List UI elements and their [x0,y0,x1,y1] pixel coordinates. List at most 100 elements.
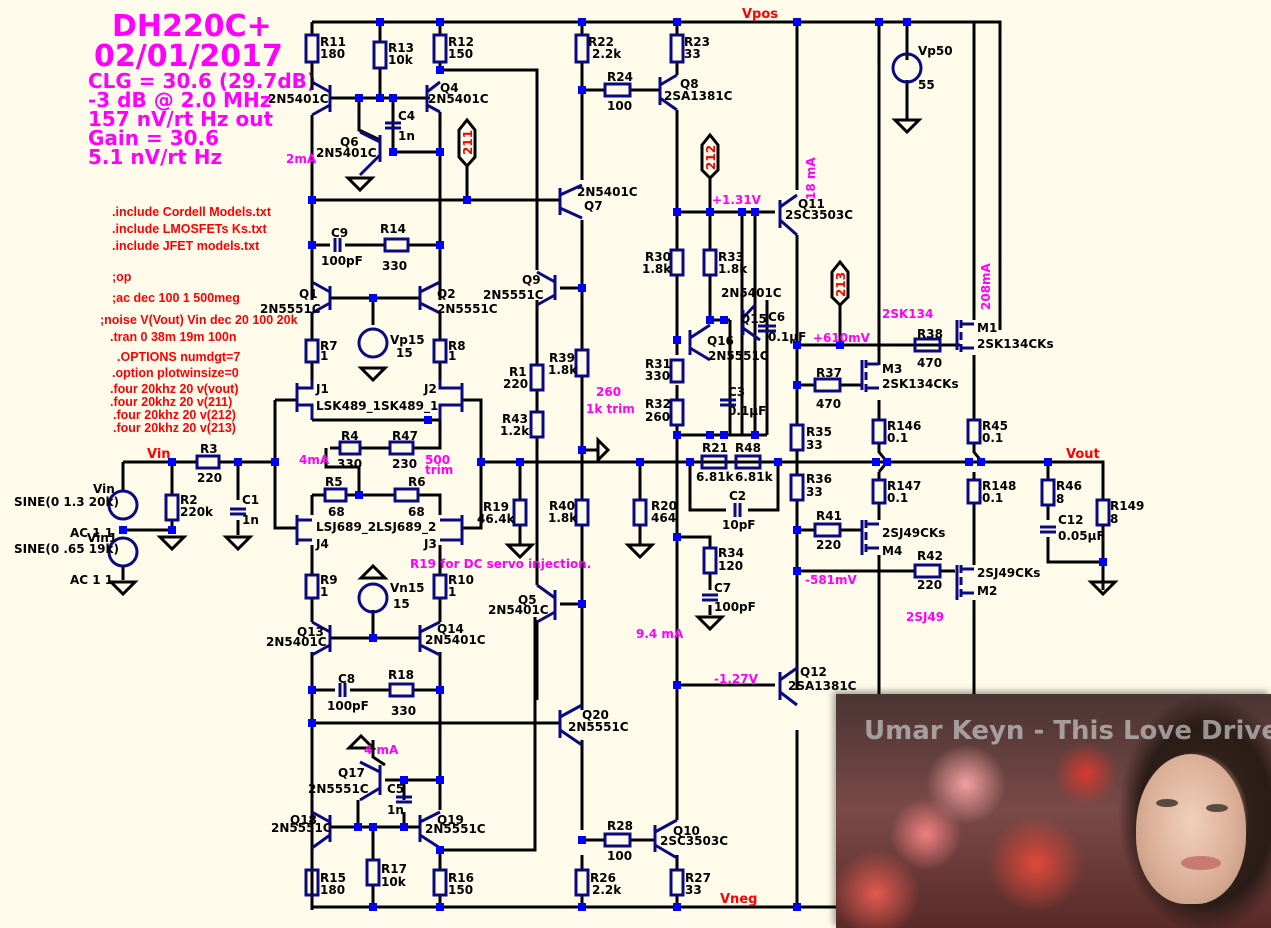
value-R12: 150 [448,47,473,61]
ref-Q16: Q16 [707,334,734,348]
ref-Q11: Q11 [798,197,825,211]
net-probe-211[interactable]: 211 [457,117,477,169]
value-R17: 10k [381,875,407,889]
value-R6: 68 [408,505,425,519]
ref-C2: C2 [729,489,746,503]
ref-R10: R10 [448,573,474,587]
spice-directive[interactable]: .four 20khz 20 v(212) [113,408,236,422]
part-Q18: 2N5551C [271,821,332,835]
spice-directive[interactable]: .include Cordell Models.txt [112,205,272,219]
ref-R147: R147 [887,479,921,493]
ref-Q7: Q7 [584,199,603,213]
ref-Q2: Q2 [437,287,456,301]
part-Q3: 2N5401C [268,92,329,106]
value-R26: 2.2k [592,883,622,897]
spec-clg: CLG = 30.6 (29.7dB) [88,69,317,93]
value-R24: 100 [607,99,632,113]
annotation-4mA: 4mA [299,453,330,467]
ref-J1: J1 [315,382,329,396]
value-C4: 1n [398,129,415,143]
spice-directive[interactable]: .include JFET models.txt [112,239,260,253]
spice-directive[interactable]: .tran 0 38m 19m 100n [110,330,237,344]
ref-Q4: Q4 [440,81,459,95]
ref-J2: J2 [423,382,437,396]
ref-Q14: Q14 [437,622,464,636]
ref-M3: M3 [882,362,902,376]
ref-C5: C5 [387,782,404,796]
ref-R40: R40 [549,499,575,513]
value-R21: 6.81k [696,470,735,484]
annotation-4-mA: 4 mA [364,743,399,757]
value-Vin: SINE(0 1.3 20k) [14,495,119,509]
ref-Vn15: Vn15 [390,581,425,595]
net-label-vneg: Vneg [720,892,757,907]
ref-R42: R42 [917,549,943,563]
annotation-plus-610mV: +610mV [813,331,871,345]
part-Q12: 2SA1381C [788,679,857,693]
value-C5: 1n [387,803,404,817]
ref-R4: R4 [341,429,359,443]
ref-C6: C6 [768,310,785,324]
value-R19: 46.4k [477,512,516,526]
net-probe-212[interactable]: 212 [700,132,720,181]
ref-R20: R20 [651,499,677,513]
probe-label: 213 [834,272,848,297]
capacitor-bodies [230,121,1056,804]
value-R9: 1 [320,585,328,599]
annotation-trim: trim [425,463,453,477]
ref-Vin: Vin [93,482,115,496]
value-R30: 1.8k [642,262,672,276]
net-probe-213[interactable]: 213 [830,259,850,308]
part-Q2: 2N5551C [437,302,498,316]
junction-dots [119,18,1107,911]
portrait-face [1136,754,1246,904]
value-R20: 464 [651,511,676,525]
ref-R6: R6 [408,475,426,489]
portrait-lips [1181,856,1221,870]
ref-Q13: Q13 [297,625,324,639]
value-R27: 33 [685,883,702,897]
ac-Vin1: AC 1 1 [70,573,113,587]
part-Q8: 2SA1381C [664,89,733,103]
value-R8: 1 [448,349,456,363]
ref-R41: R41 [816,509,842,523]
value-C8: 100pF [327,699,369,713]
ref-R1: R1 [509,365,527,379]
part-Q15: 2N5401C [721,286,782,300]
spice-directive[interactable]: ;op [112,270,132,284]
ref-R5: R5 [325,475,343,489]
value-R36: 33 [806,485,823,499]
value-R46: 8 [1056,492,1064,506]
part-Q19: 2N5551C [425,822,486,836]
value-R23: 33 [684,47,701,61]
probe-label: 212 [704,145,718,170]
spice-directive[interactable]: .option plotwinsize=0 [112,366,239,380]
spice-directive[interactable]: ;noise V(Vout) Vin dec 20 100 20k [100,313,298,327]
spice-directive[interactable]: .OPTIONS numdgt=7 [117,350,241,364]
spice-directive[interactable]: .include LMOSFETs Ks.txt [112,222,267,236]
ref-Q10: Q10 [673,824,700,838]
part-Q16: 2N5551C [708,349,769,363]
ref-Q8: Q8 [680,77,699,91]
annotation-2mA: 2mA [286,152,317,166]
portrait-eye [1206,804,1228,812]
media-thumbnail-overlay[interactable]: Umar Keyn - This Love Drive [836,694,1271,928]
value-R45: 0.1 [982,431,1003,445]
net-label-vpos: Vpos [742,7,778,22]
spice-directive[interactable]: .four 20khz 20 v(213) [113,421,236,435]
value-Vn15: 15 [393,597,410,611]
ref-R22: R22 [588,35,614,49]
spice-directive[interactable]: ;ac dec 100 1 500meg [112,291,240,305]
value-R47: 230 [392,457,417,471]
ref-R148: R148 [982,479,1016,493]
spice-directive[interactable]: .four 20khz 20 v(211) [110,395,233,409]
ref-C8: C8 [338,672,355,686]
ref-Vin1: Vin1 [87,531,117,545]
part-Q20: 2N5551C [568,720,629,734]
spice-directive[interactable]: .four 20khz 20 v(vout) [110,382,239,396]
transistor-symbols [295,73,974,860]
ground-symbols [109,118,1117,750]
part-M1: 2SK134CKs [977,337,1054,351]
